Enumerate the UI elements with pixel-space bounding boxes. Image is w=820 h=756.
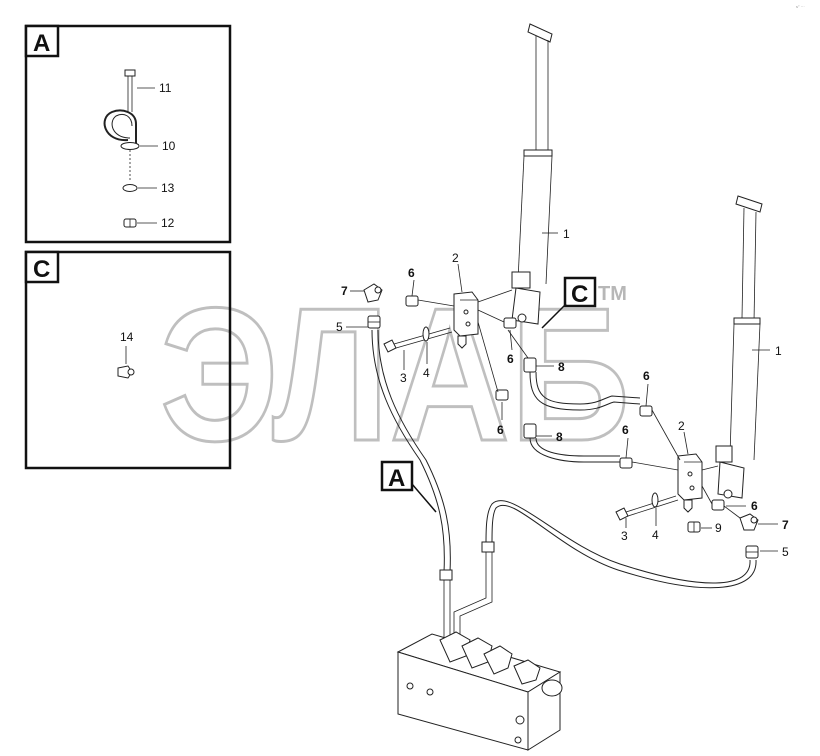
label-part-14: 14 [120, 330, 134, 344]
elbow-fitting-7-right [739, 513, 759, 531]
label-part-6b: 6 [507, 352, 514, 366]
callout-a: A [380, 460, 437, 513]
label-part-8-bottom: 8 [556, 430, 563, 444]
detail-box-a: A 11 10 13 12 [24, 24, 232, 244]
fitting-5-left [367, 315, 381, 329]
callout-c: C [541, 276, 597, 329]
nut-9 [687, 521, 701, 533]
label-part-7-right: 7 [782, 518, 789, 532]
label-part-11: 11 [159, 81, 172, 95]
hose-lines [371, 289, 757, 646]
label-part-1-left: 1 [563, 227, 570, 241]
label-part-5-left: 5 [336, 320, 343, 334]
bolt-3-right [615, 495, 679, 521]
watermark-tm: TM [598, 283, 627, 305]
label-part-7-left: 7 [341, 284, 348, 298]
label-part-3-left: 3 [400, 371, 407, 385]
label-part-1-right: 1 [775, 344, 782, 358]
detail-box-c-letter: C [33, 256, 50, 283]
label-part-9: 9 [715, 521, 722, 535]
label-part-10: 10 [162, 139, 176, 153]
adapter-fitting-6f [711, 499, 725, 511]
label-part-6f: 6 [751, 499, 758, 513]
hose-end-8-top [523, 357, 537, 373]
label-part-6d: 6 [643, 369, 650, 383]
adapter-fitting-6e [619, 457, 633, 469]
fitting-icon [117, 365, 135, 379]
bolt-icon [124, 69, 136, 112]
control-valve-block [396, 631, 563, 751]
watermark-text: ЭЛАБ [160, 269, 630, 481]
hydraulic-cylinder-left [511, 23, 553, 325]
washer-4-left [422, 326, 430, 342]
adapter-fitting-6d [639, 405, 653, 417]
callout-a-letter: A [388, 465, 405, 492]
valve-block-right [677, 453, 703, 513]
adapter-fitting-6a [405, 295, 419, 307]
label-part-6a: 6 [408, 266, 415, 280]
detail-box-c: C 14 [24, 250, 232, 470]
label-part-2-left: 2 [452, 251, 459, 265]
elbow-fitting-7-left [363, 283, 383, 303]
label-part-12: 12 [161, 216, 175, 230]
label-part-4-right: 4 [652, 528, 659, 542]
hose-end-8-bottom [523, 423, 537, 439]
label-part-3-right: 3 [621, 529, 628, 543]
watermark: ЭЛАБ TM [159, 268, 632, 483]
label-part-13: 13 [161, 181, 175, 195]
adapter-fitting-6c [495, 389, 509, 401]
label-part-8-top: 8 [558, 360, 565, 374]
washer-4-right [651, 492, 659, 508]
label-part-4-left: 4 [423, 366, 430, 380]
detail-box-a-letter: A [33, 30, 50, 57]
washer-icon [122, 184, 138, 192]
label-part-6c: 6 [497, 423, 504, 437]
hydraulic-cylinder-right [715, 195, 763, 499]
label-part-6e: 6 [622, 423, 629, 437]
valve-block-left [453, 291, 479, 349]
label-part-5-right: 5 [782, 545, 789, 559]
fitting-5-right [745, 545, 759, 559]
nut-icon [123, 218, 137, 228]
corner-mark: s° ··· [796, 4, 805, 9]
label-part-2-right: 2 [678, 419, 685, 433]
clamp-icon [103, 109, 140, 182]
adapter-fitting-6b [503, 317, 517, 329]
callout-c-letter: C [571, 281, 588, 308]
